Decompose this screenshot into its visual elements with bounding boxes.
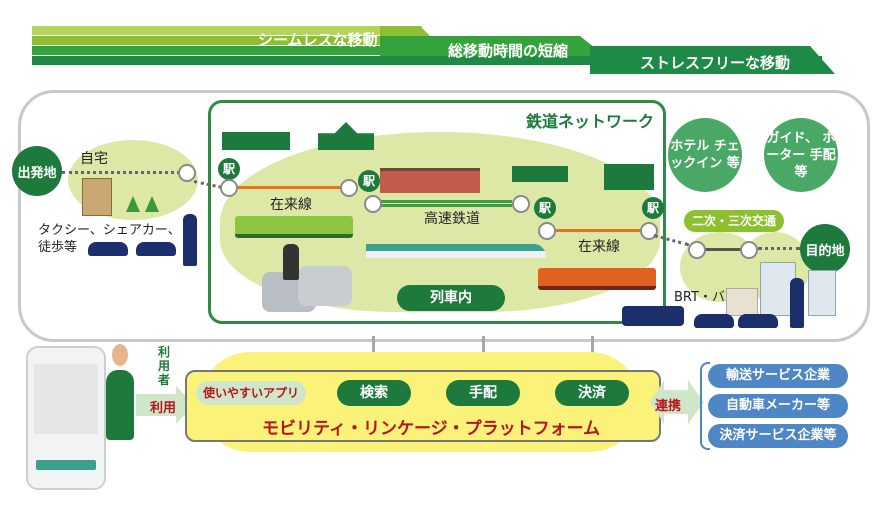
banner-stripe-2 — [32, 36, 422, 45]
tree-icon — [126, 196, 140, 212]
tokyo-station-icon — [380, 168, 480, 193]
easy-app-pill: 使いやすいアプリ — [196, 381, 306, 405]
use-arrow-label: 利用 — [150, 401, 177, 416]
banner-stage-2: 総移動時間の短縮 — [448, 42, 569, 60]
station-node — [340, 179, 358, 197]
destination-circle: 目的地 — [800, 224, 850, 274]
partner-automakers: 自動車メーカー等 — [708, 394, 848, 418]
partner-payment-companies: 決済サービス企業等 — [708, 424, 848, 448]
shop-building-icon — [726, 288, 758, 316]
local-train-orange-icon — [538, 268, 656, 290]
banner-stage-1: シームレスな移動 — [258, 31, 378, 49]
woman-user-head — [112, 344, 128, 366]
station-building-icon — [222, 132, 290, 150]
station-marker: 駅 — [358, 170, 380, 192]
station-node — [538, 222, 556, 240]
origin-dotted-path — [62, 171, 180, 174]
car-icon — [738, 314, 778, 328]
walking-person-icon — [183, 214, 197, 266]
banner-stripe-4 — [32, 56, 822, 65]
app-action-bar — [36, 460, 96, 470]
on-train-pill: 列車内 — [397, 285, 505, 311]
station-node — [640, 222, 658, 240]
station-marker: 駅 — [218, 158, 240, 180]
map-view — [34, 364, 98, 434]
link-arrow-label: 連携 — [655, 399, 682, 414]
banner-stage-3: ストレスフリーな移動 — [640, 54, 791, 72]
function-search: 検索 — [337, 380, 411, 406]
use-arrow — [136, 386, 194, 424]
guide-porter-bubble: ガイド、 ポーター 手配等 — [764, 118, 838, 192]
conventional-line-2-label: 在来線 — [578, 239, 620, 255]
secondary-transport-pill: 二次・三次交通 — [684, 210, 784, 232]
transport-node — [688, 241, 706, 259]
journey-frame — [18, 90, 870, 342]
conventional-line-2 — [548, 229, 648, 232]
station-node — [364, 195, 382, 213]
conventional-line-1-label: 在来線 — [270, 197, 312, 213]
woman-user-icon — [106, 370, 134, 440]
walking-person-icon — [790, 278, 804, 328]
banner-stripe-3 — [32, 46, 622, 55]
smartphone-app-icon — [26, 346, 106, 490]
transport-node — [740, 241, 758, 259]
origin-circle: 出発地 — [12, 146, 62, 196]
taxi-icon — [88, 242, 128, 256]
hotel-checkin-bubble: ホテル チェックイン 等 — [668, 118, 742, 192]
partners-bracket — [700, 362, 710, 450]
secondary-transport-line — [700, 248, 746, 251]
function-arrange: 手配 — [446, 380, 520, 406]
station-node — [512, 195, 530, 213]
bus-icon — [622, 306, 684, 326]
station-building-icon — [604, 164, 654, 190]
high-speed-rail-line — [374, 200, 512, 203]
function-payment: 決済 — [555, 380, 629, 406]
link-arrow — [650, 380, 704, 424]
home-label: 自宅 — [80, 151, 108, 167]
house-icon — [82, 178, 112, 216]
station-marker: 駅 — [642, 197, 664, 219]
station-building-icon — [512, 166, 568, 182]
station-node — [220, 179, 238, 197]
banner-steps — [380, 26, 835, 74]
home-node — [178, 164, 196, 182]
destination-dotted-path — [758, 247, 800, 250]
first-mile-label: タクシー、シェアカー、徒歩等 — [38, 223, 181, 255]
station-marker: 駅 — [534, 197, 556, 219]
rail-network-frame — [208, 100, 666, 324]
rail-network-title: 鉄道ネットワーク — [526, 112, 655, 131]
partner-transport-companies: 輸送サービス企業 — [708, 364, 848, 388]
ticket-gate-icon — [298, 266, 352, 306]
commuter-person-icon — [283, 244, 299, 280]
banner-stripe-1 — [32, 26, 422, 35]
car-icon — [136, 242, 176, 256]
tree-icon — [145, 196, 159, 212]
platform-title: モビリティ・リンケージ・プラットフォーム — [262, 419, 601, 439]
taxi-icon — [694, 314, 734, 328]
city-building-icon — [808, 270, 836, 316]
shinkansen-icon — [366, 244, 546, 258]
conventional-line-1 — [232, 186, 346, 189]
local-train-green-icon — [235, 216, 353, 238]
user-role-label: 利用者 — [158, 345, 171, 387]
high-speed-rail-label: 高速鉄道 — [424, 211, 480, 227]
